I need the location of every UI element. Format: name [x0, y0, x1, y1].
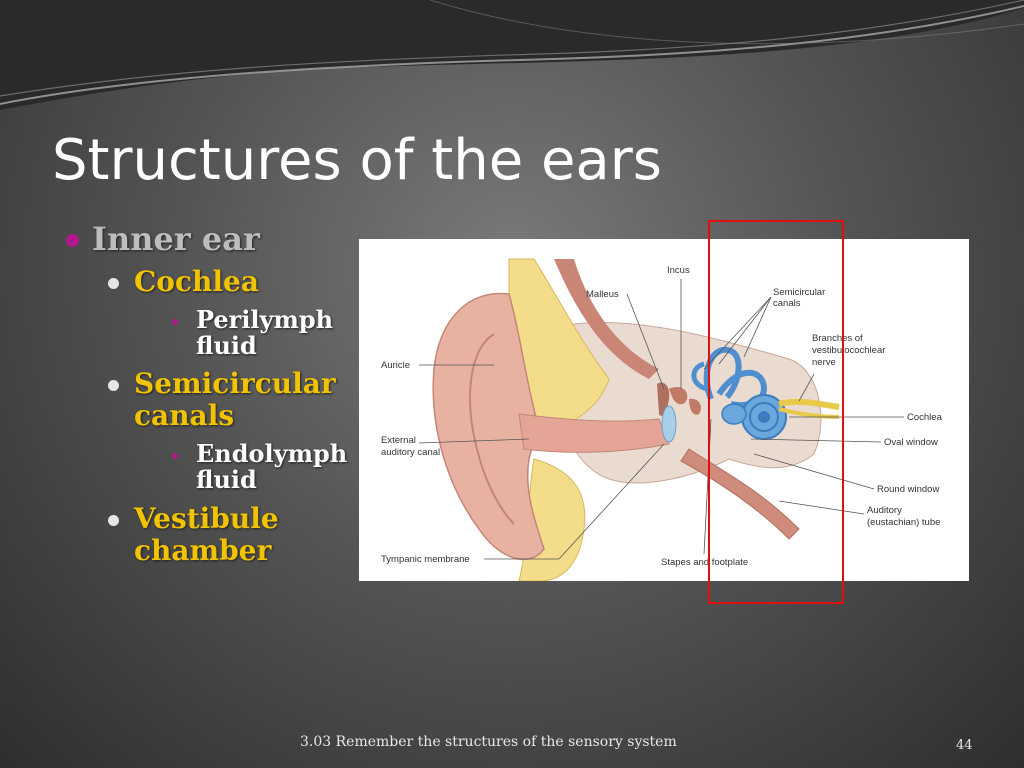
label-line: nerve	[812, 357, 836, 368]
label-malleus: Malleus	[586, 289, 619, 300]
bullet-dot-icon	[172, 319, 178, 325]
bullet-cochlea: Cochlea	[134, 265, 259, 298]
bullet-line: canals	[134, 399, 235, 432]
sub-bullet-line: fluid	[196, 331, 257, 360]
label-incus: Incus	[667, 265, 690, 276]
sub-bullet-line: Perilymph	[196, 305, 334, 334]
bullet-semicircular-canals: Semicircular canals	[134, 368, 336, 432]
sub-bullet-line: Endolymph	[196, 439, 348, 468]
label-line: auditory canal	[381, 447, 440, 458]
label-round-window: Round window	[877, 484, 939, 495]
label-line: External	[381, 435, 416, 446]
slide-number: 44	[956, 738, 973, 753]
label-semicircular-canals: Semicircular canals	[773, 287, 828, 309]
ear-anatomy-illustration: Incus Malleus Semicircular canals Branch…	[381, 258, 943, 582]
sub-bullet-line: fluid	[196, 465, 257, 494]
bullet-line: Semicircular	[134, 367, 336, 400]
bullet-vestibule-chamber: Vestibule chamber	[134, 503, 279, 567]
label-line: Semicircular	[773, 287, 825, 298]
bullet-dot-icon	[108, 515, 119, 526]
bullet-dot-icon	[108, 278, 119, 289]
label-stapes: Stapes and footplate	[661, 557, 748, 568]
label-line: Branches of	[812, 333, 863, 344]
slide-title: Structures of the ears	[52, 128, 662, 193]
label-line: vestibulocochlear	[812, 345, 885, 356]
bullet-dot-icon	[172, 453, 178, 459]
bullet-line: chamber	[134, 534, 272, 567]
label-vestibulocochlear-nerve: Branches of vestibulocochlear nerve	[812, 333, 888, 368]
highlight-box	[708, 220, 844, 604]
label-line: (eustachian) tube	[867, 517, 940, 528]
bullet-dot-icon	[66, 234, 79, 247]
sub-bullet-perilymph: Perilymph fluid	[196, 307, 333, 359]
sub-bullet-endolymph: Endolymph fluid	[196, 441, 347, 493]
ear-anatomy-diagram: Incus Malleus Semicircular canals Branch…	[359, 239, 969, 582]
label-cochlea: Cochlea	[907, 412, 943, 423]
bullet-dot-icon	[108, 380, 119, 391]
bullet-inner-ear: Inner ear	[92, 220, 260, 258]
label-auditory-tube: Auditory (eustachian) tube	[867, 505, 940, 528]
header-swoosh-decoration	[0, 0, 1024, 110]
label-line: canals	[773, 298, 801, 309]
label-oval-window: Oval window	[884, 437, 938, 448]
label-tympanic-membrane: Tympanic membrane	[381, 554, 470, 565]
label-auricle: Auricle	[381, 360, 410, 371]
label-line: Auditory	[867, 505, 902, 516]
label-external-auditory-canal: External auditory canal	[381, 435, 440, 458]
bullet-line: Vestibule	[134, 502, 279, 535]
slide-footer: 3.03 Remember the structures of the sens…	[300, 734, 677, 750]
